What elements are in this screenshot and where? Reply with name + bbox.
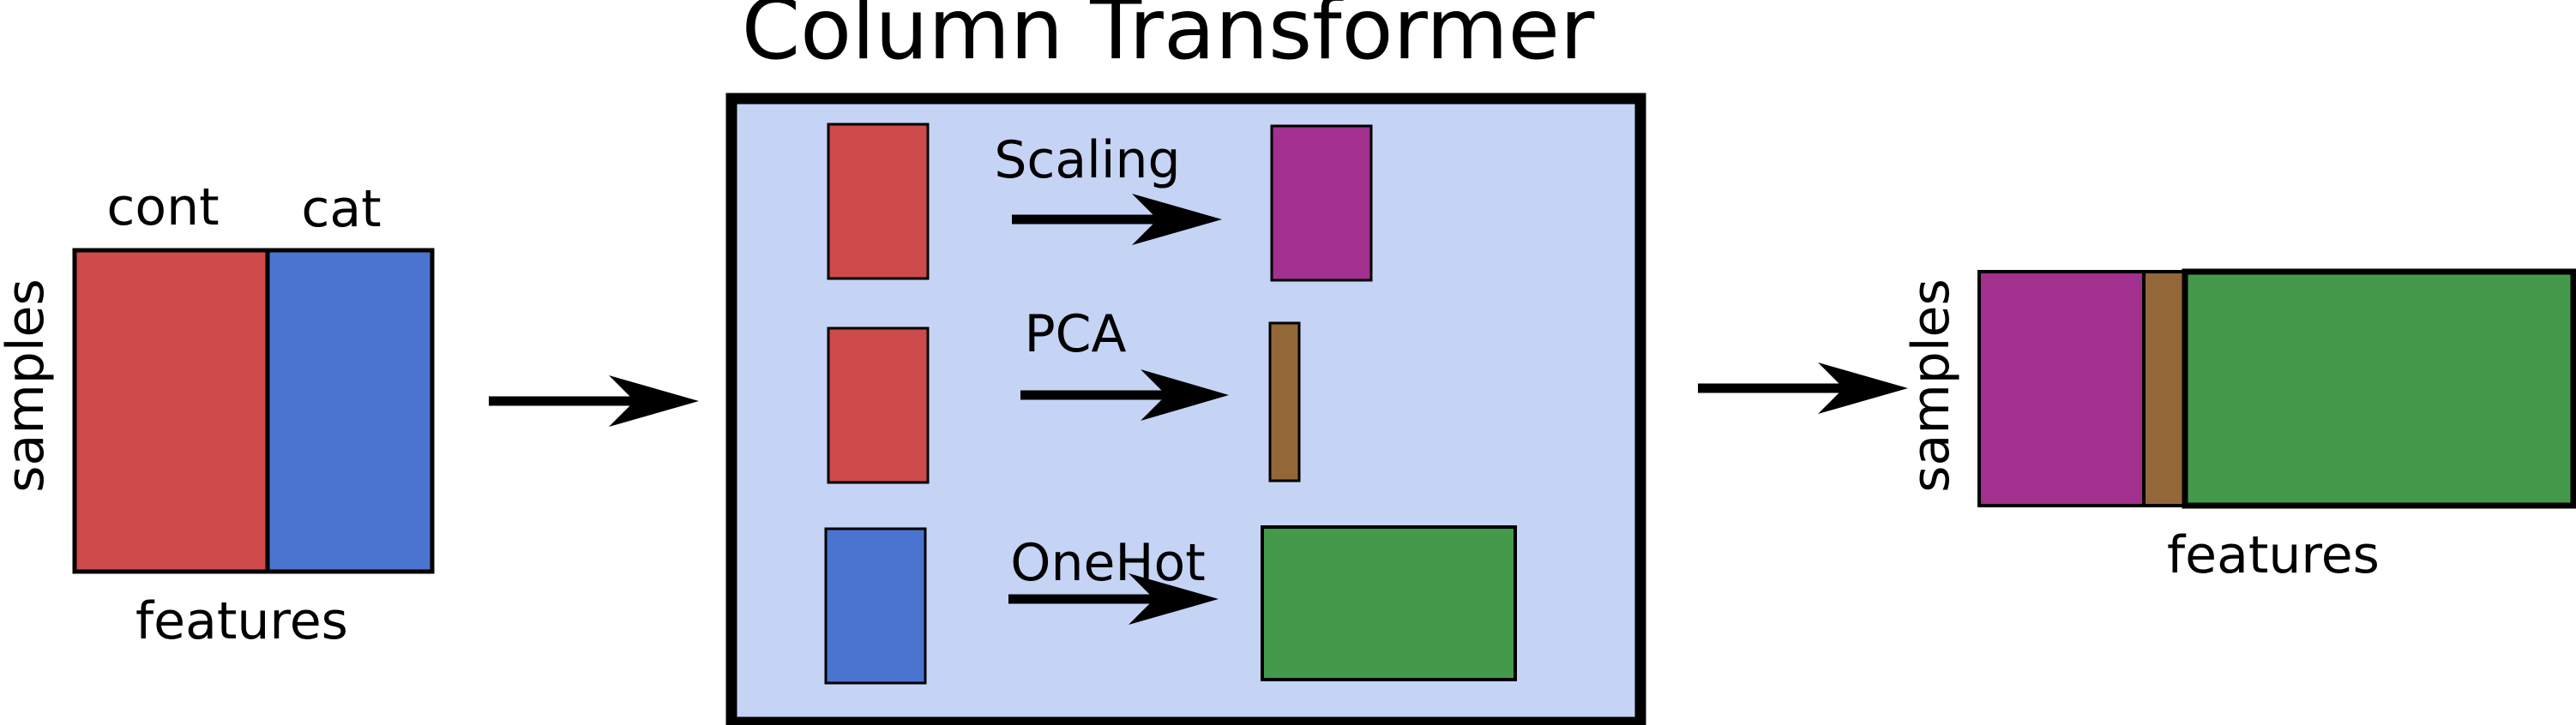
onehot-label: OneHot [1010, 533, 1206, 593]
arrow-icon [1698, 362, 1908, 414]
output-block: samples features [1901, 268, 2576, 585]
arrow-icon [1008, 573, 1219, 625]
arrow-icon [489, 375, 699, 427]
output-scaled-block [1977, 270, 2146, 507]
output-pca-block [2142, 270, 2187, 507]
scaling-label: Scaling [994, 130, 1180, 190]
cat-block [265, 248, 435, 574]
page-title: Column Transformer [742, 0, 1595, 79]
arrow-icon [1020, 369, 1229, 421]
pca-output-block [1268, 321, 1301, 482]
input-features-label: features [135, 591, 348, 651]
cont-block [72, 248, 270, 574]
onehot-input-block [824, 527, 927, 685]
input-block: cont cat samples features [0, 177, 435, 651]
step-pca: PCA [827, 304, 1301, 484]
output-features-label: features [2167, 525, 2380, 585]
scaling-output-block [1270, 124, 1373, 282]
cont-label: cont [106, 177, 219, 237]
scaling-input-block [827, 123, 930, 280]
step-onehot: OneHot [824, 525, 1517, 685]
output-onehot-block [2182, 268, 2576, 509]
output-samples-label: samples [1901, 279, 1961, 492]
step-scaling: Scaling [827, 123, 1373, 282]
pca-input-block [827, 327, 930, 484]
pca-label: PCA [1024, 304, 1126, 364]
cat-label: cat [301, 179, 381, 239]
column-transformer-box: Scaling PCA OneHot [725, 93, 1646, 725]
arrow-icon [1012, 194, 1222, 245]
onehot-output-block [1261, 525, 1517, 681]
input-samples-label: samples [0, 279, 56, 492]
